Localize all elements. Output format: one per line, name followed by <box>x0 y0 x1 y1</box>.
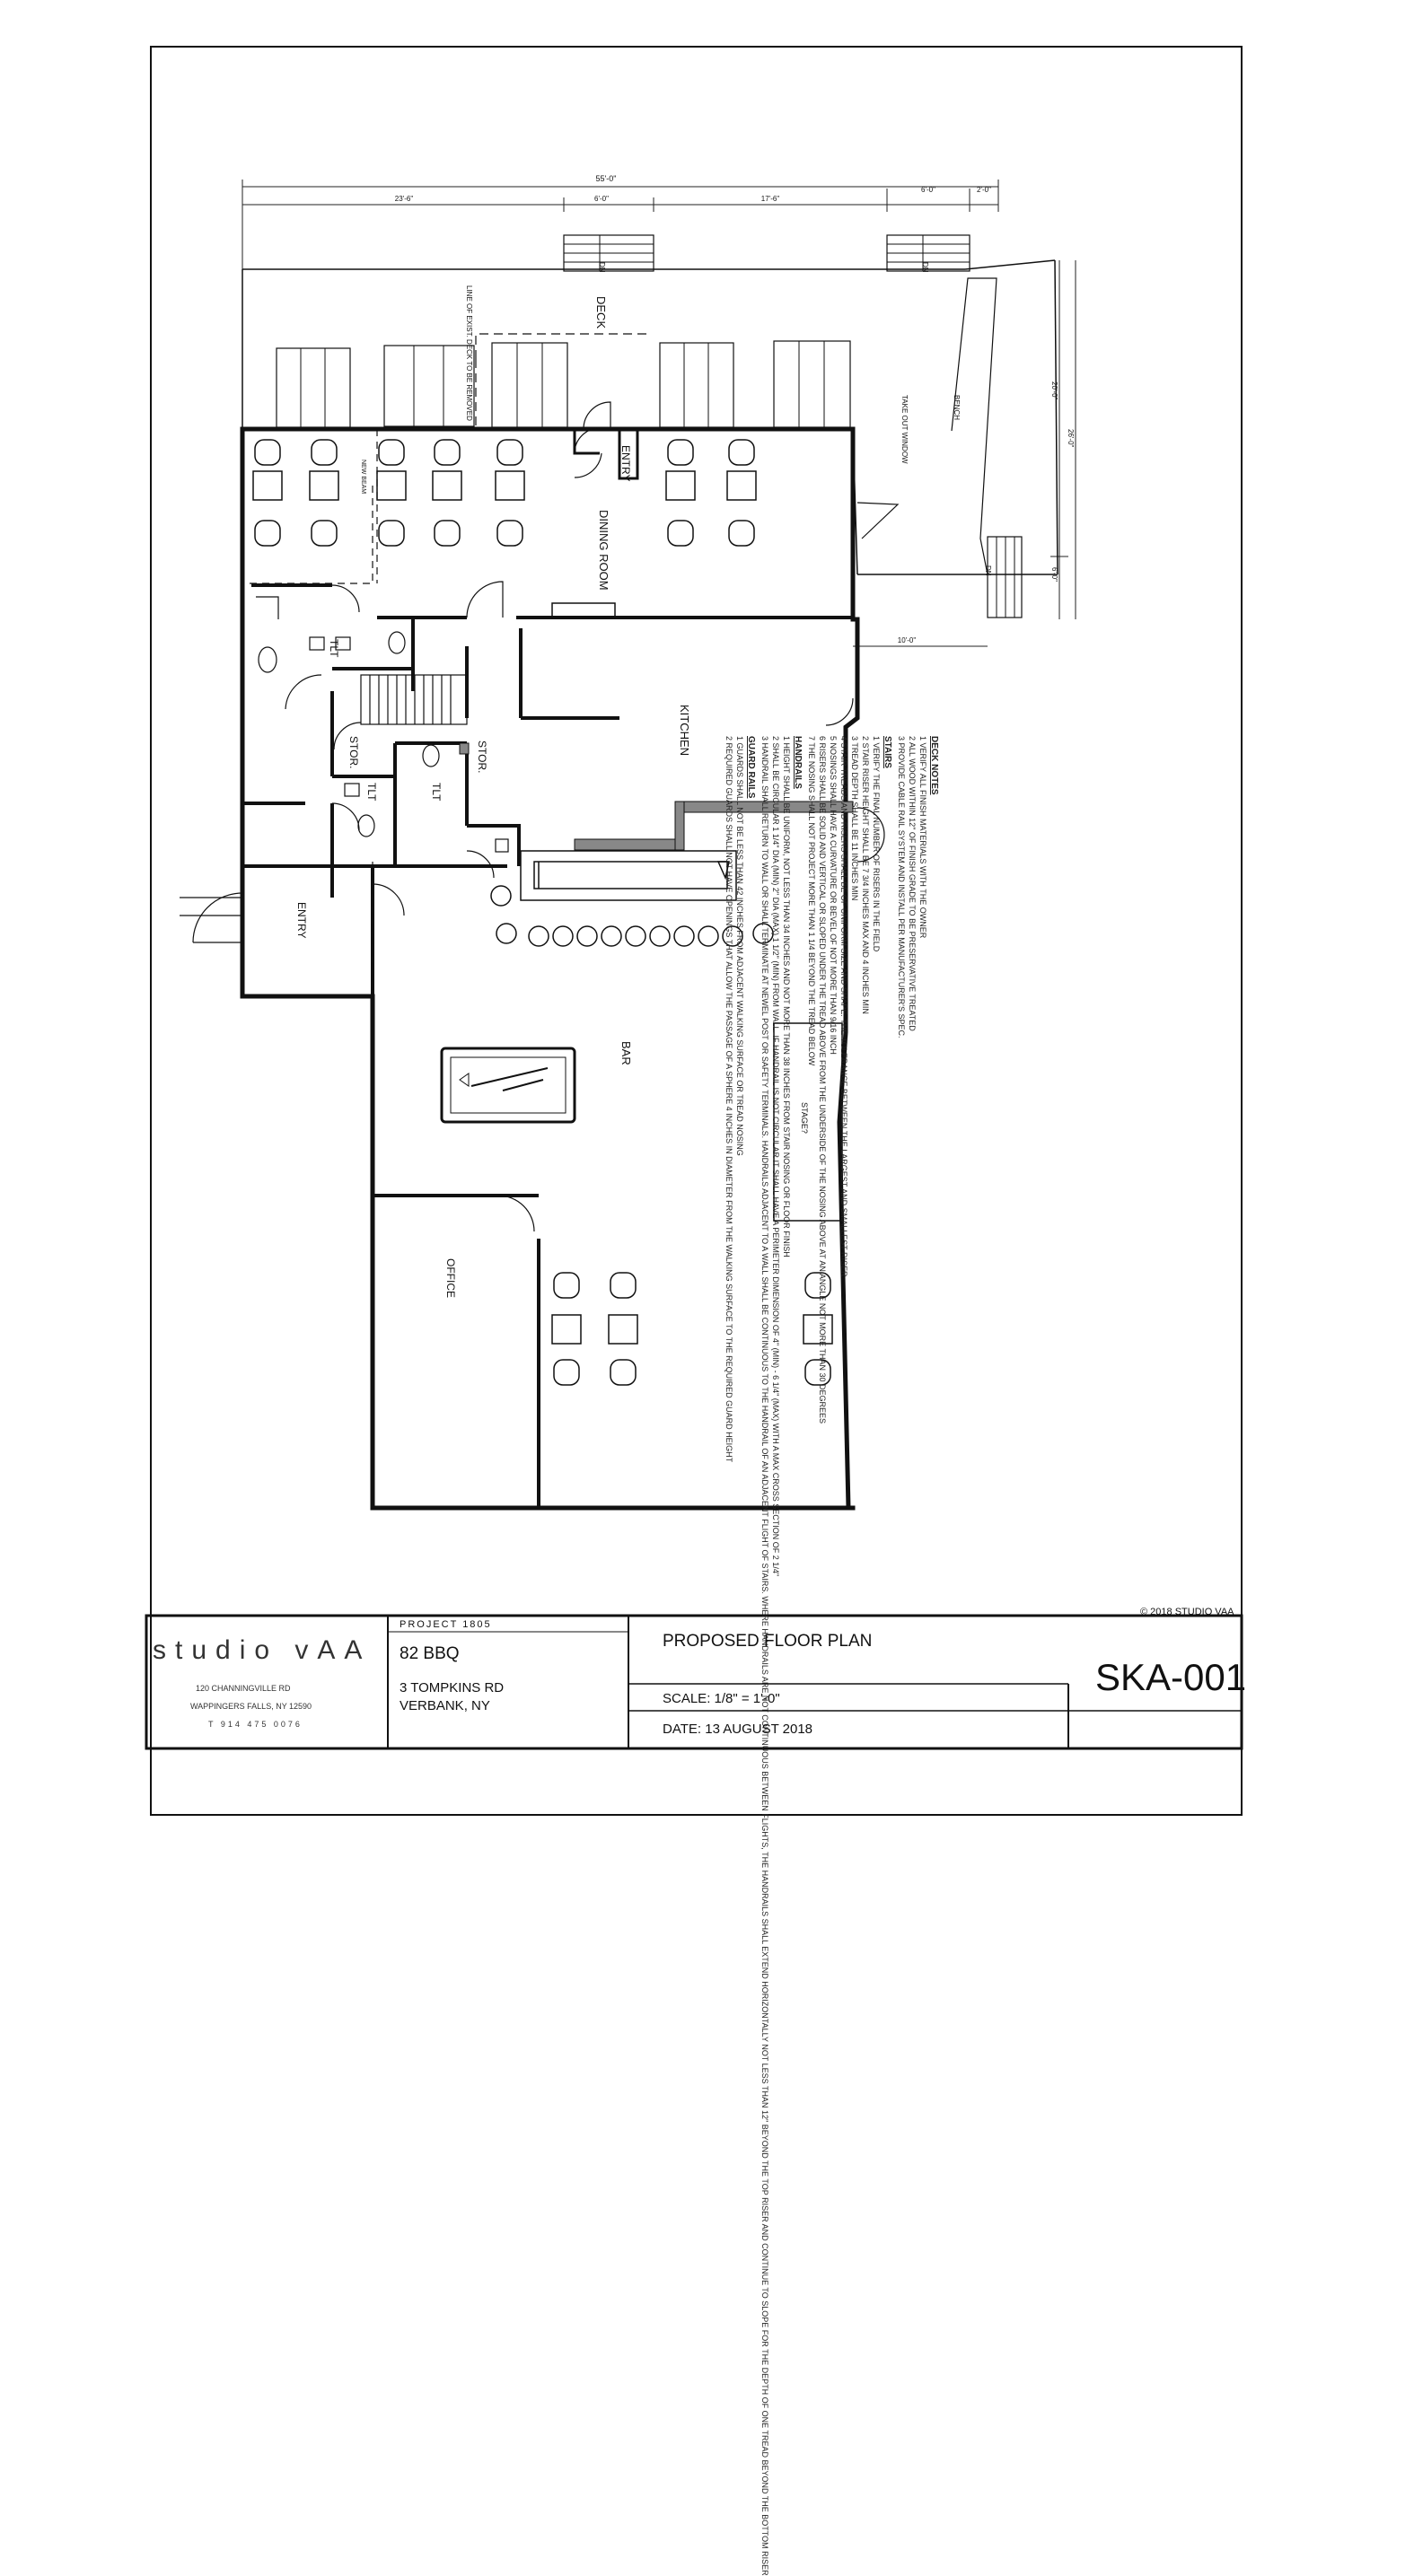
room-label-dining: DINING ROOM <box>597 510 610 591</box>
room-label-tlt-1: TLT <box>328 639 340 658</box>
project-address-1: 3 TOMPKINS RD <box>400 1680 505 1695</box>
notes-heading-deck: DECK NOTES <box>929 736 939 795</box>
dim-5: 2'-0" <box>977 186 991 194</box>
note-stairs-2: 2 STAIR RISER HEIGHT SHALL BE 7 3/4 INCH… <box>861 736 870 1014</box>
dimension-lines <box>242 180 1076 647</box>
annotation-dn-2: DN <box>921 262 929 273</box>
dashed-lines <box>250 429 378 996</box>
doors <box>180 427 885 1232</box>
note-stairs-3: 3 TREAD DEPTH SHALL BE 11 INCHES MIN <box>850 736 859 901</box>
project-number: PROJECT 1805 <box>400 1619 492 1630</box>
interior-stair <box>360 674 468 725</box>
floor-plan-drawing: DECK DINING ROOM ENTRY KITCHEN STOR. STO… <box>145 46 1243 1816</box>
note-stairs-5: 5 NOSINGS SHALL HAVE A CURVATURE OR BEVE… <box>829 736 838 1055</box>
notes-heading-guard: GUARD RAILS <box>746 736 756 799</box>
drawing-date: DATE: 13 AUGUST 2018 <box>663 1722 813 1737</box>
room-label-deck: DECK <box>594 296 608 329</box>
note-stairs-6: 6 RISERS SHALL BE SOLID AND VERTICAL OR … <box>818 736 827 1424</box>
room-label-stor-2: STOR. <box>476 740 488 773</box>
note-guard-1: 1 GUARDS SHALL NOT BE LESS THAN 42 INCHE… <box>735 736 744 1156</box>
kitchen-counter <box>459 742 854 851</box>
sheet-border <box>150 46 1243 1816</box>
dining-chairs <box>254 439 831 1386</box>
room-label-entry-front: ENTRY <box>619 445 632 481</box>
note-deck-3: 3 PROVIDE CABLE RAIL SYSTEM AND INSTALL … <box>897 736 906 1038</box>
dim-4: 6'-0" <box>921 186 935 194</box>
toilet-fixtures <box>256 596 509 853</box>
room-label-bar: BAR <box>619 1041 633 1065</box>
room-label-tlt-3: TLT <box>430 783 443 802</box>
note-stairs-4: 4 STAIR TREADS AND RISERS SHALL BE OF UN… <box>839 736 848 1277</box>
drawing-scale: SCALE: 1/8" = 1'-0" <box>663 1691 780 1706</box>
dining-furniture <box>252 470 833 1345</box>
dim-side-a: 20'-0" <box>1050 381 1058 400</box>
dim-side-b: 6'-0" <box>1050 567 1058 582</box>
annotation-dn-3: DN <box>984 565 992 576</box>
room-label-office: OFFICE <box>444 1258 457 1298</box>
firm-phone: T 914 475 0076 <box>208 1720 303 1729</box>
dim-3: 17'-6" <box>761 195 780 203</box>
firm-name: studio vAA <box>153 1635 372 1665</box>
dim-side-total: 26'-0" <box>1067 429 1075 448</box>
firm-address-2: WAPPINGERS FALLS, NY 12590 <box>190 1702 312 1711</box>
bar-counter <box>520 850 737 901</box>
general-notes: DECK NOTES 1 VERIFY ALL FINISH MATERIALS… <box>724 736 943 2576</box>
firm-address-1: 120 CHANNINGVILLE RD <box>196 1684 291 1693</box>
note-guard-2: 2 REQUIRED GUARDS SHALL NOT HAVE OPENING… <box>725 736 733 1463</box>
annotation-take-out: TAKE OUT WINDOW <box>900 395 909 464</box>
copyright: © 2018 STUDIO VAA <box>1140 1607 1234 1617</box>
sheet-number: SKA-001 <box>1095 1656 1247 1698</box>
project-address-2: VERBANK, NY <box>400 1698 490 1713</box>
room-label-tlt-2: TLT <box>365 783 378 802</box>
annotation-line-of-deck: LINE OF EXIST. DECK TO BE REMOVED <box>465 285 473 421</box>
room-label-stage: STAGE? <box>800 1102 809 1134</box>
note-handrails-2: 2 SHALL BE CIRCULAR 1 1/4" DIA (MIN) 2" … <box>771 736 780 1577</box>
note-handrails-1: 1 HEIGHT SHALL BE UNIFORM, NOT LESS THAN… <box>782 736 791 1257</box>
stage-platform <box>773 1022 843 1222</box>
pool-table <box>440 1047 576 1124</box>
dim-1: 23'-6" <box>395 195 414 203</box>
notes-heading-stairs: STAIRS <box>883 736 892 768</box>
note-deck-2: 2 ALL WOOD WITHIN 12" OF FINISH GRADE TO… <box>908 736 917 1031</box>
note-deck-1: 1 VERIFY ALL FINISH MATERIALS WITH THE O… <box>918 736 927 939</box>
annotation-bench: BENCH <box>953 395 961 420</box>
annotation-new-beam: NEW BEAM <box>360 460 366 494</box>
room-label-kitchen: KITCHEN <box>678 705 691 756</box>
room-label-stor-1: STOR. <box>347 736 360 768</box>
dim-overall: 55'-0" <box>596 174 617 183</box>
dim-2: 6'-0" <box>594 195 609 203</box>
title-block <box>145 1614 1243 1750</box>
deck <box>242 234 1058 618</box>
notes-heading-handrails: HANDRAILS <box>793 736 803 789</box>
dim-bottom: 10'-0" <box>898 636 917 644</box>
note-handrails-3: 3 HANDRAIL SHALL RETURN TO WALL OR SHALL… <box>760 736 769 2576</box>
project-name: 82 BBQ <box>400 1644 460 1663</box>
bar-stools <box>490 885 774 947</box>
annotation-dn-1: DN <box>598 262 606 273</box>
note-stairs-1: 1 VERIFY THE FINAL NUMBER OF RISERS IN T… <box>872 736 881 952</box>
drawing-title: PROPOSED FLOOR PLAN <box>663 1632 873 1651</box>
room-label-entry-side: ENTRY <box>295 902 308 938</box>
note-stairs-7: 7 THE NOSING SHALL NOT PROJECT MORE THAN… <box>807 736 816 1066</box>
